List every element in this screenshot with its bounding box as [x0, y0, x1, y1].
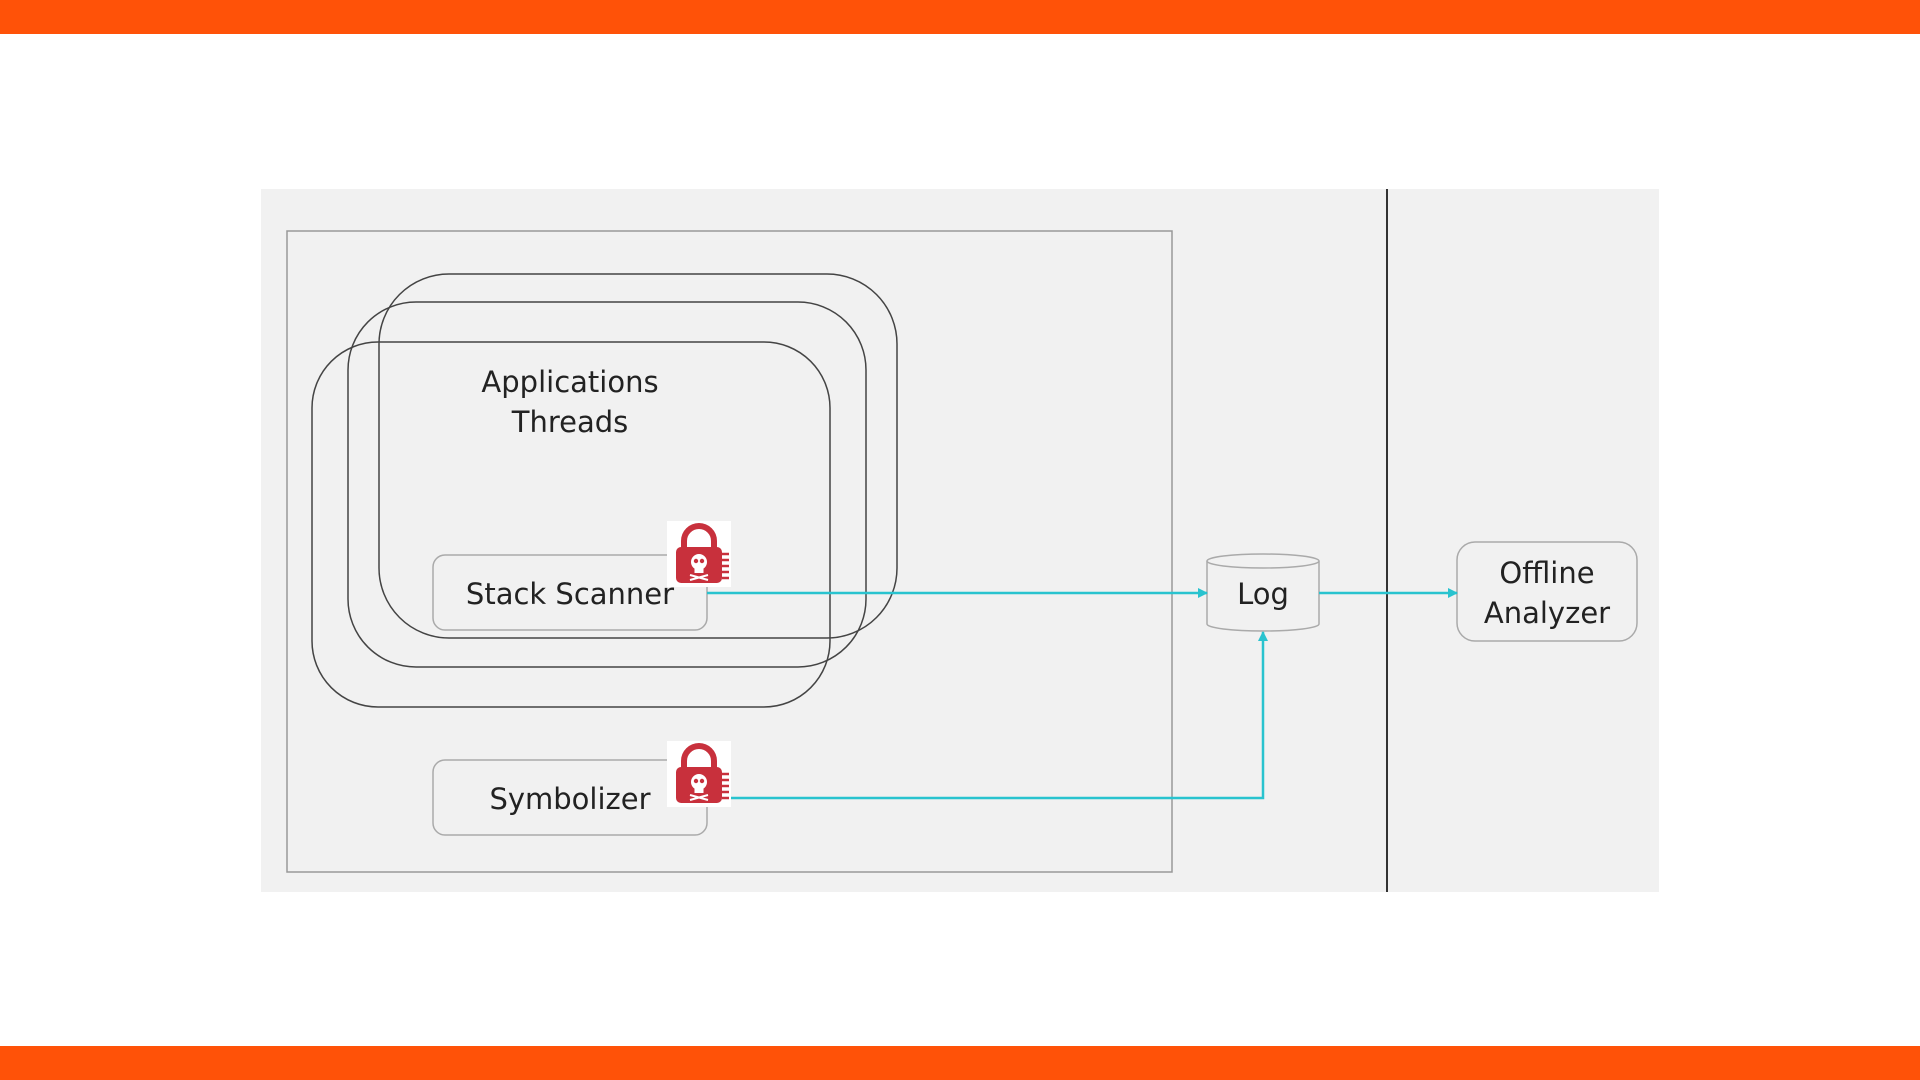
- offline-analyzer-node[interactable]: Offline Analyzer: [1456, 541, 1638, 642]
- stack-scanner-label: Stack Scanner: [466, 577, 674, 611]
- log-cylinder-body: [1206, 561, 1320, 632]
- thread-frame-back: [378, 273, 898, 639]
- log-cylinder-top: [1206, 553, 1320, 569]
- app-threads-label-line2: Threads: [511, 405, 629, 439]
- symbolizer-label: Symbolizer: [489, 782, 650, 816]
- log-node[interactable]: Log: [1206, 553, 1320, 632]
- connectors: [707, 588, 1458, 800]
- skull-lock-icon: [667, 521, 731, 587]
- symbolizer-node[interactable]: Symbolizer: [432, 741, 731, 836]
- edge-symbolizer-to-log: [731, 631, 1268, 800]
- bottom-accent-bar: [0, 1046, 1920, 1080]
- log-label: Log: [1237, 577, 1289, 611]
- top-accent-bar: [0, 0, 1920, 34]
- thread-frame-middle: [347, 301, 867, 668]
- skull-lock-icon: [667, 741, 731, 807]
- application-threads-group: Applications Threads: [311, 273, 898, 708]
- stack-scanner-node[interactable]: Stack Scanner: [432, 521, 731, 631]
- process-boundary: [286, 230, 1173, 873]
- app-threads-label-line1: Applications: [481, 365, 658, 399]
- thread-frame-front: [311, 341, 831, 708]
- offline-analyzer-label-line2: Analyzer: [1484, 596, 1610, 630]
- offline-analyzer-label-line1: Offline: [1499, 556, 1594, 590]
